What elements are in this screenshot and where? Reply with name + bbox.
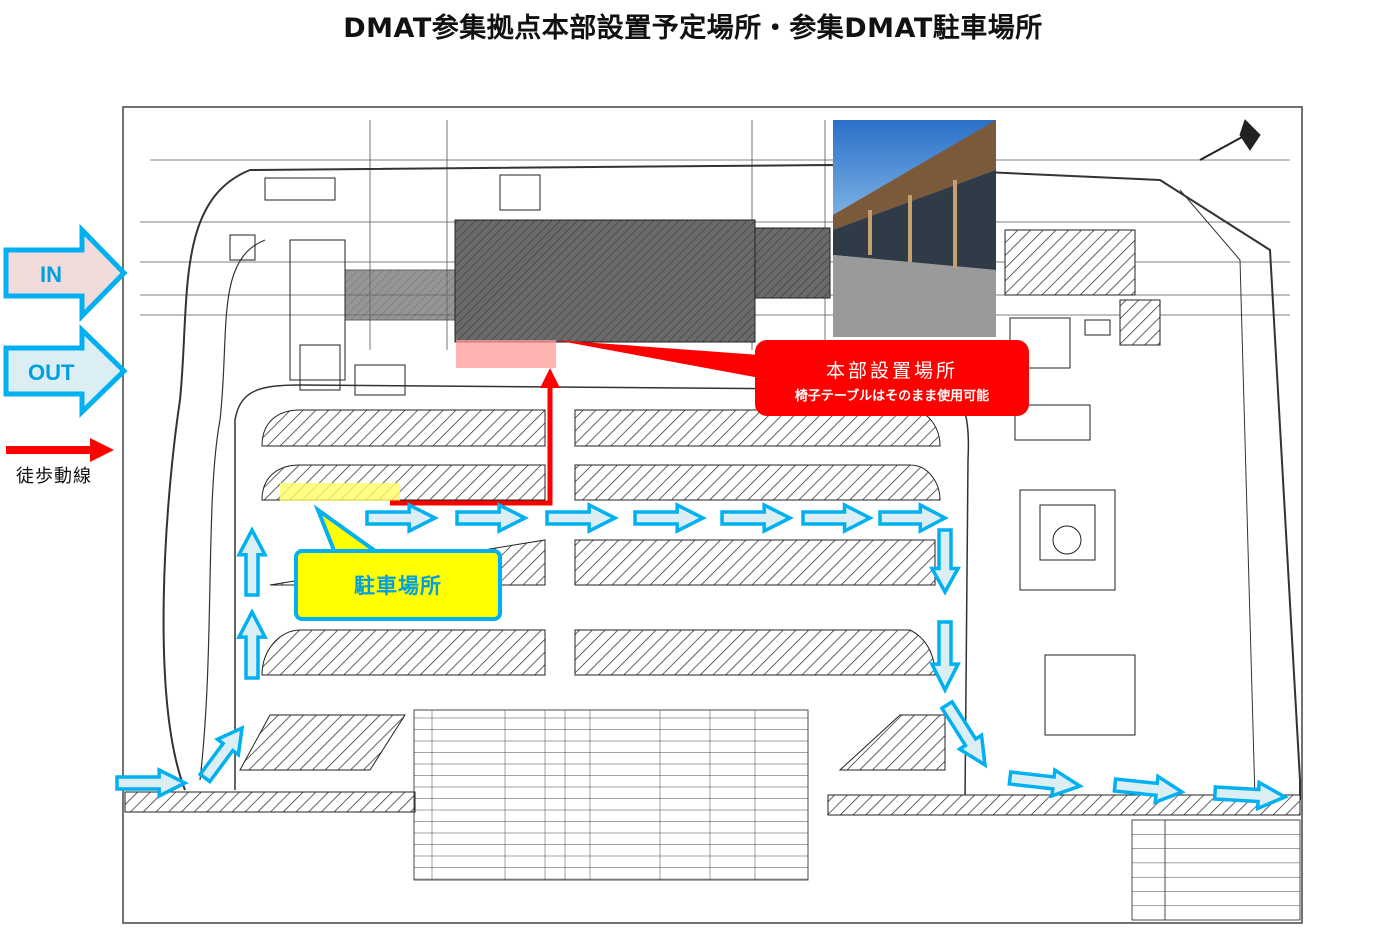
vehicle-flow-arrow-icon [236,526,268,597]
area-table [413,709,809,881]
parking-area-highlight [280,483,400,501]
vehicle-flow-arrow-icon [939,699,988,769]
vehicle-flow-arrow-icon [878,502,949,534]
headquarters-callout-subtitle: 椅子テーブルはそのまま使用可能 [794,389,990,404]
vehicle-flow-arrow-icon [197,725,245,785]
headquarters-callout: 本部設置場所 椅子テーブルはそのまま使用可能 [755,340,1029,416]
walking-route [390,368,560,506]
north-arrow-icon [1199,119,1261,161]
vehicle-flow-arrow-icon [633,502,707,534]
vehicle-flow-arrow-icon [929,620,961,694]
vehicle-flow-arrow-icon [1112,773,1186,805]
vehicle-flow-arrow-icon [1007,767,1084,799]
page-title: DMAT参集拠点本部設置予定場所・参集DMAT駐車場所 [343,13,1043,44]
vehicle-flow-arrow-icon [545,502,619,534]
in-arrow-icon [3,223,128,323]
vehicle-flow-arrow-icon [455,502,529,534]
parking-callout: 駐車場所 [294,549,502,621]
vehicle-flow-arrow-icon [1212,779,1289,812]
out-label: OUT [28,360,75,385]
out-arrow-icon [3,324,128,418]
vehicle-flow-arrow-icon [236,608,268,680]
vehicle-flow-arrow-icon [801,502,874,534]
walking-route-arrow-icon [6,438,114,462]
building-photo [833,120,996,337]
headquarters-callout-pointer [555,340,760,378]
vehicle-flow-arrow-icon [720,502,794,534]
vehicle-flow-arrows [115,502,1289,812]
walking-route-label: 徒歩動線 [16,466,92,487]
in-label: IN [40,262,62,287]
vehicle-flow-arrow-icon [929,528,961,596]
vehicle-flow-arrow-icon [115,767,189,799]
main-building [454,219,756,343]
title-block [1131,819,1301,921]
headquarters-area-highlight [456,340,556,368]
site-boundary [162,163,1301,800]
headquarters-callout-title: 本部設置場所 [825,360,958,382]
vehicle-flow-arrow-icon [365,502,439,534]
